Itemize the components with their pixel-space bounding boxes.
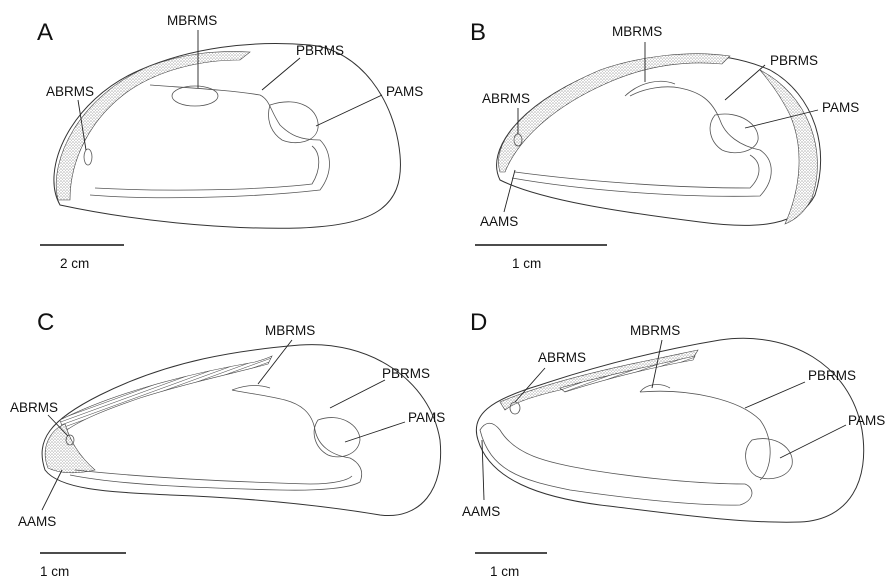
panel-b-label-mbrms: MBRMS [612, 24, 662, 39]
panel-c-anterior-stipple [45, 424, 95, 473]
panel-c-pams-scar [314, 418, 360, 457]
panel-d-label-pbrms: PBRMS [808, 368, 856, 383]
panel-d-shell-outline [476, 338, 863, 522]
panel-d-pams-leader [780, 425, 846, 458]
panel-a-label-pams: PAMS [386, 84, 423, 99]
panel-a-pbrms-leader [262, 58, 300, 90]
panel-b: B MBRMS PBRMS ABRMS PAMS AAMS 1 cm [470, 19, 859, 271]
panel-a-label-mbrms: MBRMS [167, 13, 217, 28]
panel-b-dorsal-stipple [498, 54, 730, 172]
panel-d-pams-scar [746, 439, 793, 479]
panel-b-label-aams: AAMS [480, 214, 518, 229]
panel-a-dorsal-stipple [56, 52, 250, 200]
panel-a-letter: A [37, 19, 53, 46]
panel-d-scale-label: 1 cm [490, 564, 519, 579]
panel-d-label-aams: AAMS [462, 504, 500, 519]
panel-b-label-pbrms: PBRMS [770, 53, 818, 68]
panel-a-pams-leader [316, 95, 382, 126]
panel-d: D MBRMS PBRMS ABRMS PAMS AAMS 1 cm [462, 309, 885, 579]
panel-b-label-pams: PAMS [822, 100, 859, 115]
panel-b-label-abrms: ABRMS [482, 91, 530, 106]
panel-a-label-abrms: ABRMS [46, 84, 94, 99]
panel-a-label-pbrms: PBRMS [296, 43, 344, 58]
panel-c-label-mbrms: MBRMS [265, 323, 315, 338]
panel-b-letter: B [470, 19, 486, 46]
panel-a-abrms-scar [84, 149, 92, 165]
panel-d-label-abrms: ABRMS [538, 350, 586, 365]
panel-c-dorsal-hatch [60, 356, 272, 432]
panel-b-aams-leader [504, 170, 515, 212]
panel-c-label-aams: AAMS [18, 514, 56, 529]
panel-a-pams-scar [269, 102, 319, 143]
panel-c-label-pbrms: PBRMS [382, 366, 430, 381]
panel-c-mbrms-scar [232, 386, 270, 390]
panel-b-inner-line [515, 155, 759, 188]
panel-a-mbrms-scar [172, 86, 218, 106]
panel-c-label-abrms: ABRMS [10, 400, 58, 415]
panel-d-aams-leader [482, 440, 484, 500]
panel-a-scale-label: 2 cm [60, 256, 89, 271]
panel-c-pams-leader [345, 422, 405, 442]
panel-d-inner-curve [640, 391, 770, 480]
panel-c-pbrms-leader [330, 380, 385, 408]
panel-b-pbrms-leader [725, 65, 765, 100]
panel-c-label-pams: PAMS [408, 410, 445, 425]
panel-c: C MBRMS PBRMS ABRMS PAMS AAMS 1 cm [10, 309, 445, 579]
panel-d-label-pams: PAMS [848, 413, 885, 428]
panel-c-letter: C [37, 309, 54, 336]
panel-a: A MBRMS PBRMS ABRMS PAMS 2 cm [37, 13, 423, 271]
panel-d-letter: D [470, 309, 487, 336]
panel-a-shell-outline [54, 44, 401, 229]
panel-b-scale-label: 1 cm [512, 256, 541, 271]
panel-d-label-mbrms: MBRMS [630, 323, 680, 338]
panel-b-posterior-stipple [760, 70, 817, 224]
panel-c-scale-label: 1 cm [40, 564, 69, 579]
panel-d-pbrms-leader [745, 382, 805, 408]
panel-b-pams-scar [710, 114, 758, 153]
panel-d-pallial-line [480, 423, 752, 505]
panel-a-inner-line [95, 146, 319, 190]
